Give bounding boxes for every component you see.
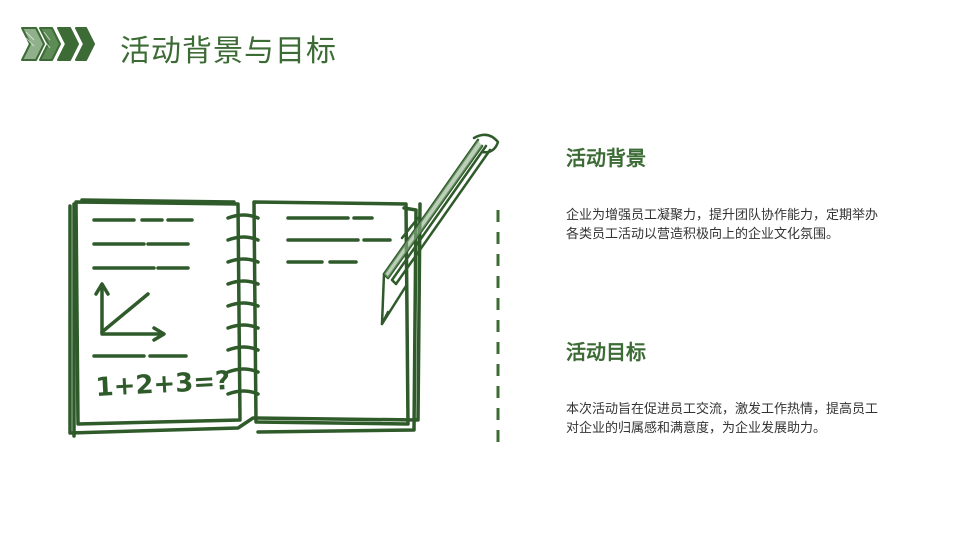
section-divider — [496, 210, 500, 450]
notebook-with-pencil-icon: 1+2+3=? — [68, 133, 500, 438]
page-title: 活动背景与目标 — [120, 34, 337, 69]
background-heading: 活动背景 — [566, 146, 646, 170]
chevrons-icon — [21, 27, 95, 61]
goal-heading: 活动目标 — [566, 340, 646, 364]
formula-text: 1+2+3=? — [95, 366, 231, 403]
background-body: 企业为增强员工凝聚力，提升团队协作能力，定期举办各类员工活动以营造积极向上的企业… — [566, 208, 879, 242]
goal-body: 本次活动旨在促进员工交流，激发工作热情，提高员工对企业的归属感和满意度，为企业发… — [566, 402, 879, 436]
